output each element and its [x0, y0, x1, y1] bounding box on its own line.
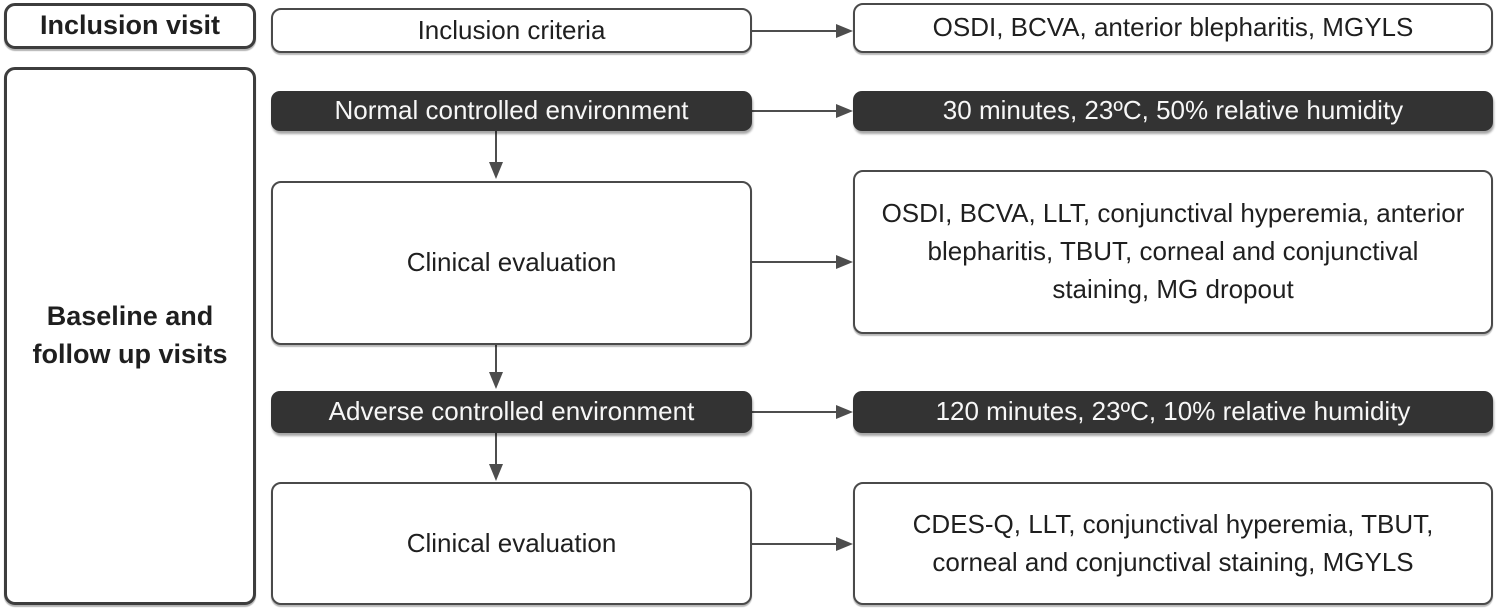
- step-clinical-evaluation-2: Clinical evaluation: [271, 482, 752, 605]
- step-adverse-controlled-environment: Adverse controlled environment: [271, 391, 752, 433]
- conditions-normal-environment: 30 minutes, 23ºC, 50% relative humidity: [853, 91, 1493, 131]
- step-normal-controlled-environment: Normal controlled environment: [271, 91, 752, 131]
- arrow-inclusion-criteria-to-measures: [752, 24, 853, 38]
- arrow-normal-environment-to-evaluation1: [489, 131, 503, 179]
- measures-clinical-evaluation-1: OSDI, BCVA, LLT, conjunctival hyperemia,…: [853, 170, 1493, 334]
- arrow-evaluation1-to-measures: [752, 255, 853, 269]
- measures-inclusion: OSDI, BCVA, anterior blepharitis, MGYLS: [853, 3, 1493, 53]
- arrow-adverse-environment-to-evaluation2: [489, 433, 503, 481]
- arrow-adverse-environment-to-conditions: [752, 405, 853, 419]
- arrow-evaluation2-to-measures: [752, 537, 853, 551]
- conditions-adverse-environment: 120 minutes, 23ºC, 10% relative humidity: [853, 391, 1493, 433]
- step-inclusion-criteria: Inclusion criteria: [271, 8, 752, 53]
- step-clinical-evaluation-1: Clinical evaluation: [271, 181, 752, 345]
- arrow-evaluation1-to-adverse-environment: [489, 345, 503, 389]
- stage-baseline-followup-visits: Baseline and follow up visits: [4, 67, 256, 605]
- arrow-normal-environment-to-conditions: [752, 104, 853, 118]
- measures-clinical-evaluation-2: CDES-Q, LLT, conjunctival hyperemia, TBU…: [853, 482, 1493, 605]
- stage-inclusion-visit: Inclusion visit: [4, 3, 256, 49]
